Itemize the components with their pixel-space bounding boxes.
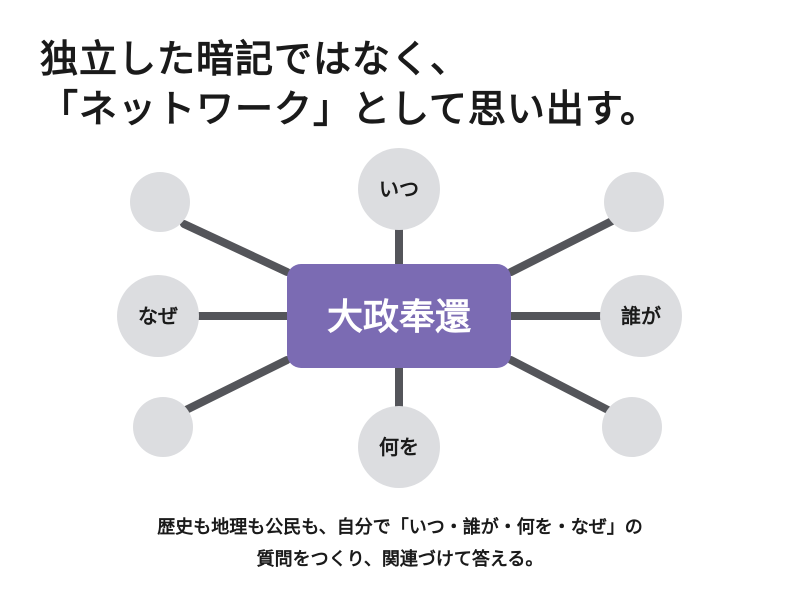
headline-line-1: 独立した暗記ではなく、 <box>40 37 470 81</box>
caption: 歴史も地理も公民も、自分で「いつ・誰が・何を・なぜ」の 質問をつくり、関連づけて… <box>40 512 760 576</box>
connectors <box>180 216 618 414</box>
node-bottom-right-circle <box>602 397 662 457</box>
node-left-circle <box>117 275 199 357</box>
headline: 独立した暗記ではなく、 「ネットワーク」として思い出す。 <box>40 34 780 134</box>
center-box <box>287 264 511 368</box>
nodes: いつ なぜ 誰が 何を <box>117 148 682 488</box>
headline-line-2: 「ネットワーク」として思い出す。 <box>40 87 660 131</box>
node-top-left-circle <box>130 172 190 232</box>
node-top-circle <box>358 148 440 230</box>
node-bottom-left-circle <box>133 397 193 457</box>
connector-top-left <box>180 220 291 276</box>
node-right-circle <box>600 275 682 357</box>
node-right-label: 誰が <box>621 304 661 328</box>
node-top-right-circle <box>604 172 664 232</box>
connector-top-right <box>507 216 618 276</box>
node-top-label: いつ <box>379 177 419 201</box>
center-node: 大政奉還 <box>287 264 511 368</box>
caption-line-2: 質問をつくり、関連づけて答える。 <box>256 549 544 570</box>
node-bottom-circle <box>358 406 440 488</box>
caption-line-1: 歴史も地理も公民も、自分で「いつ・誰が・何を・なぜ」の <box>157 517 643 538</box>
connector-bottom-left <box>182 356 291 414</box>
connector-bottom-right <box>507 356 612 414</box>
center-label: 大政奉還 <box>327 297 471 338</box>
node-bottom-label: 何を <box>379 435 419 459</box>
node-left-label: なぜ <box>138 304 178 328</box>
